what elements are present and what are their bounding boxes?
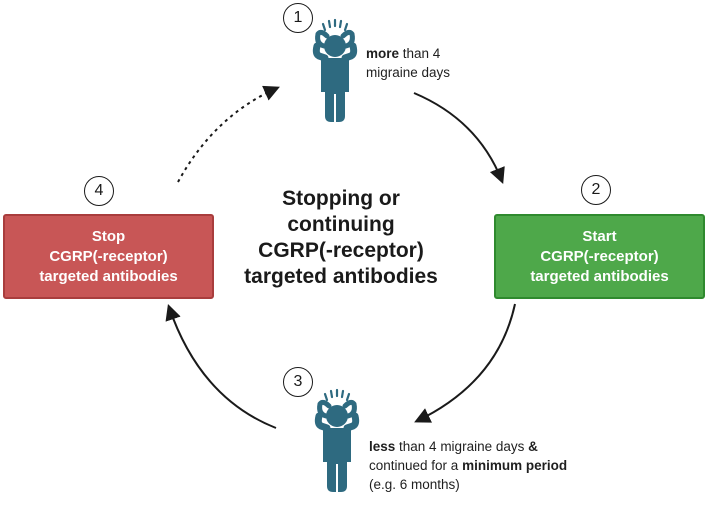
title-line-4: targeted antibodies <box>244 265 438 288</box>
arrow-step3-to-step4 <box>165 303 277 429</box>
step-3-bold-1: less <box>369 439 396 454</box>
step-3-text: less than 4 migraine days & continued fo… <box>369 437 569 494</box>
stop-box-line-2: CGRP(-receptor) <box>49 247 168 265</box>
start-antibodies-box: Start CGRP(-receptor) targeted antibodie… <box>494 214 705 299</box>
start-box-line-1: Start <box>582 227 617 245</box>
step-3-bold-2: & <box>528 439 538 454</box>
arrow-step2-to-step3 <box>414 303 516 423</box>
arrow-step1-to-step2 <box>413 92 505 184</box>
stop-box-line-3: targeted antibodies <box>39 267 178 285</box>
stop-antibodies-box: Stop CGRP(-receptor) targeted antibodies <box>3 214 214 299</box>
step-3-text-2: continued for a <box>369 458 463 473</box>
title-line-1: Stopping or <box>282 187 400 210</box>
distressed-person-icon <box>314 388 360 492</box>
step-3-text-1: than 4 migraine days <box>395 439 529 454</box>
diagram-title: Stopping or continuing CGRP(-receptor) t… <box>228 186 454 290</box>
arrow-step4-to-step1-dashed <box>177 85 280 183</box>
distressed-person-icon <box>312 18 358 122</box>
title-line-2: continuing <box>287 213 395 236</box>
step-1-bold: more <box>366 46 400 61</box>
step-1-text: more than 4 migraine days <box>366 44 486 82</box>
start-box-line-2: CGRP(-receptor) <box>540 247 659 265</box>
start-box-line-3: targeted antibodies <box>530 267 669 285</box>
step-3-bold-3: minimum period <box>462 458 568 473</box>
step-1-rest: than 4 migraine days <box>366 46 451 80</box>
step-number-1: 1 <box>283 3 313 33</box>
step-number-2: 2 <box>581 175 611 205</box>
step-number-4: 4 <box>84 176 114 206</box>
step-3-text-3: (e.g. 6 months) <box>369 477 460 492</box>
title-line-3: CGRP(-receptor) <box>258 239 424 262</box>
step-number-3: 3 <box>283 367 313 397</box>
stop-box-line-1: Stop <box>91 227 126 245</box>
